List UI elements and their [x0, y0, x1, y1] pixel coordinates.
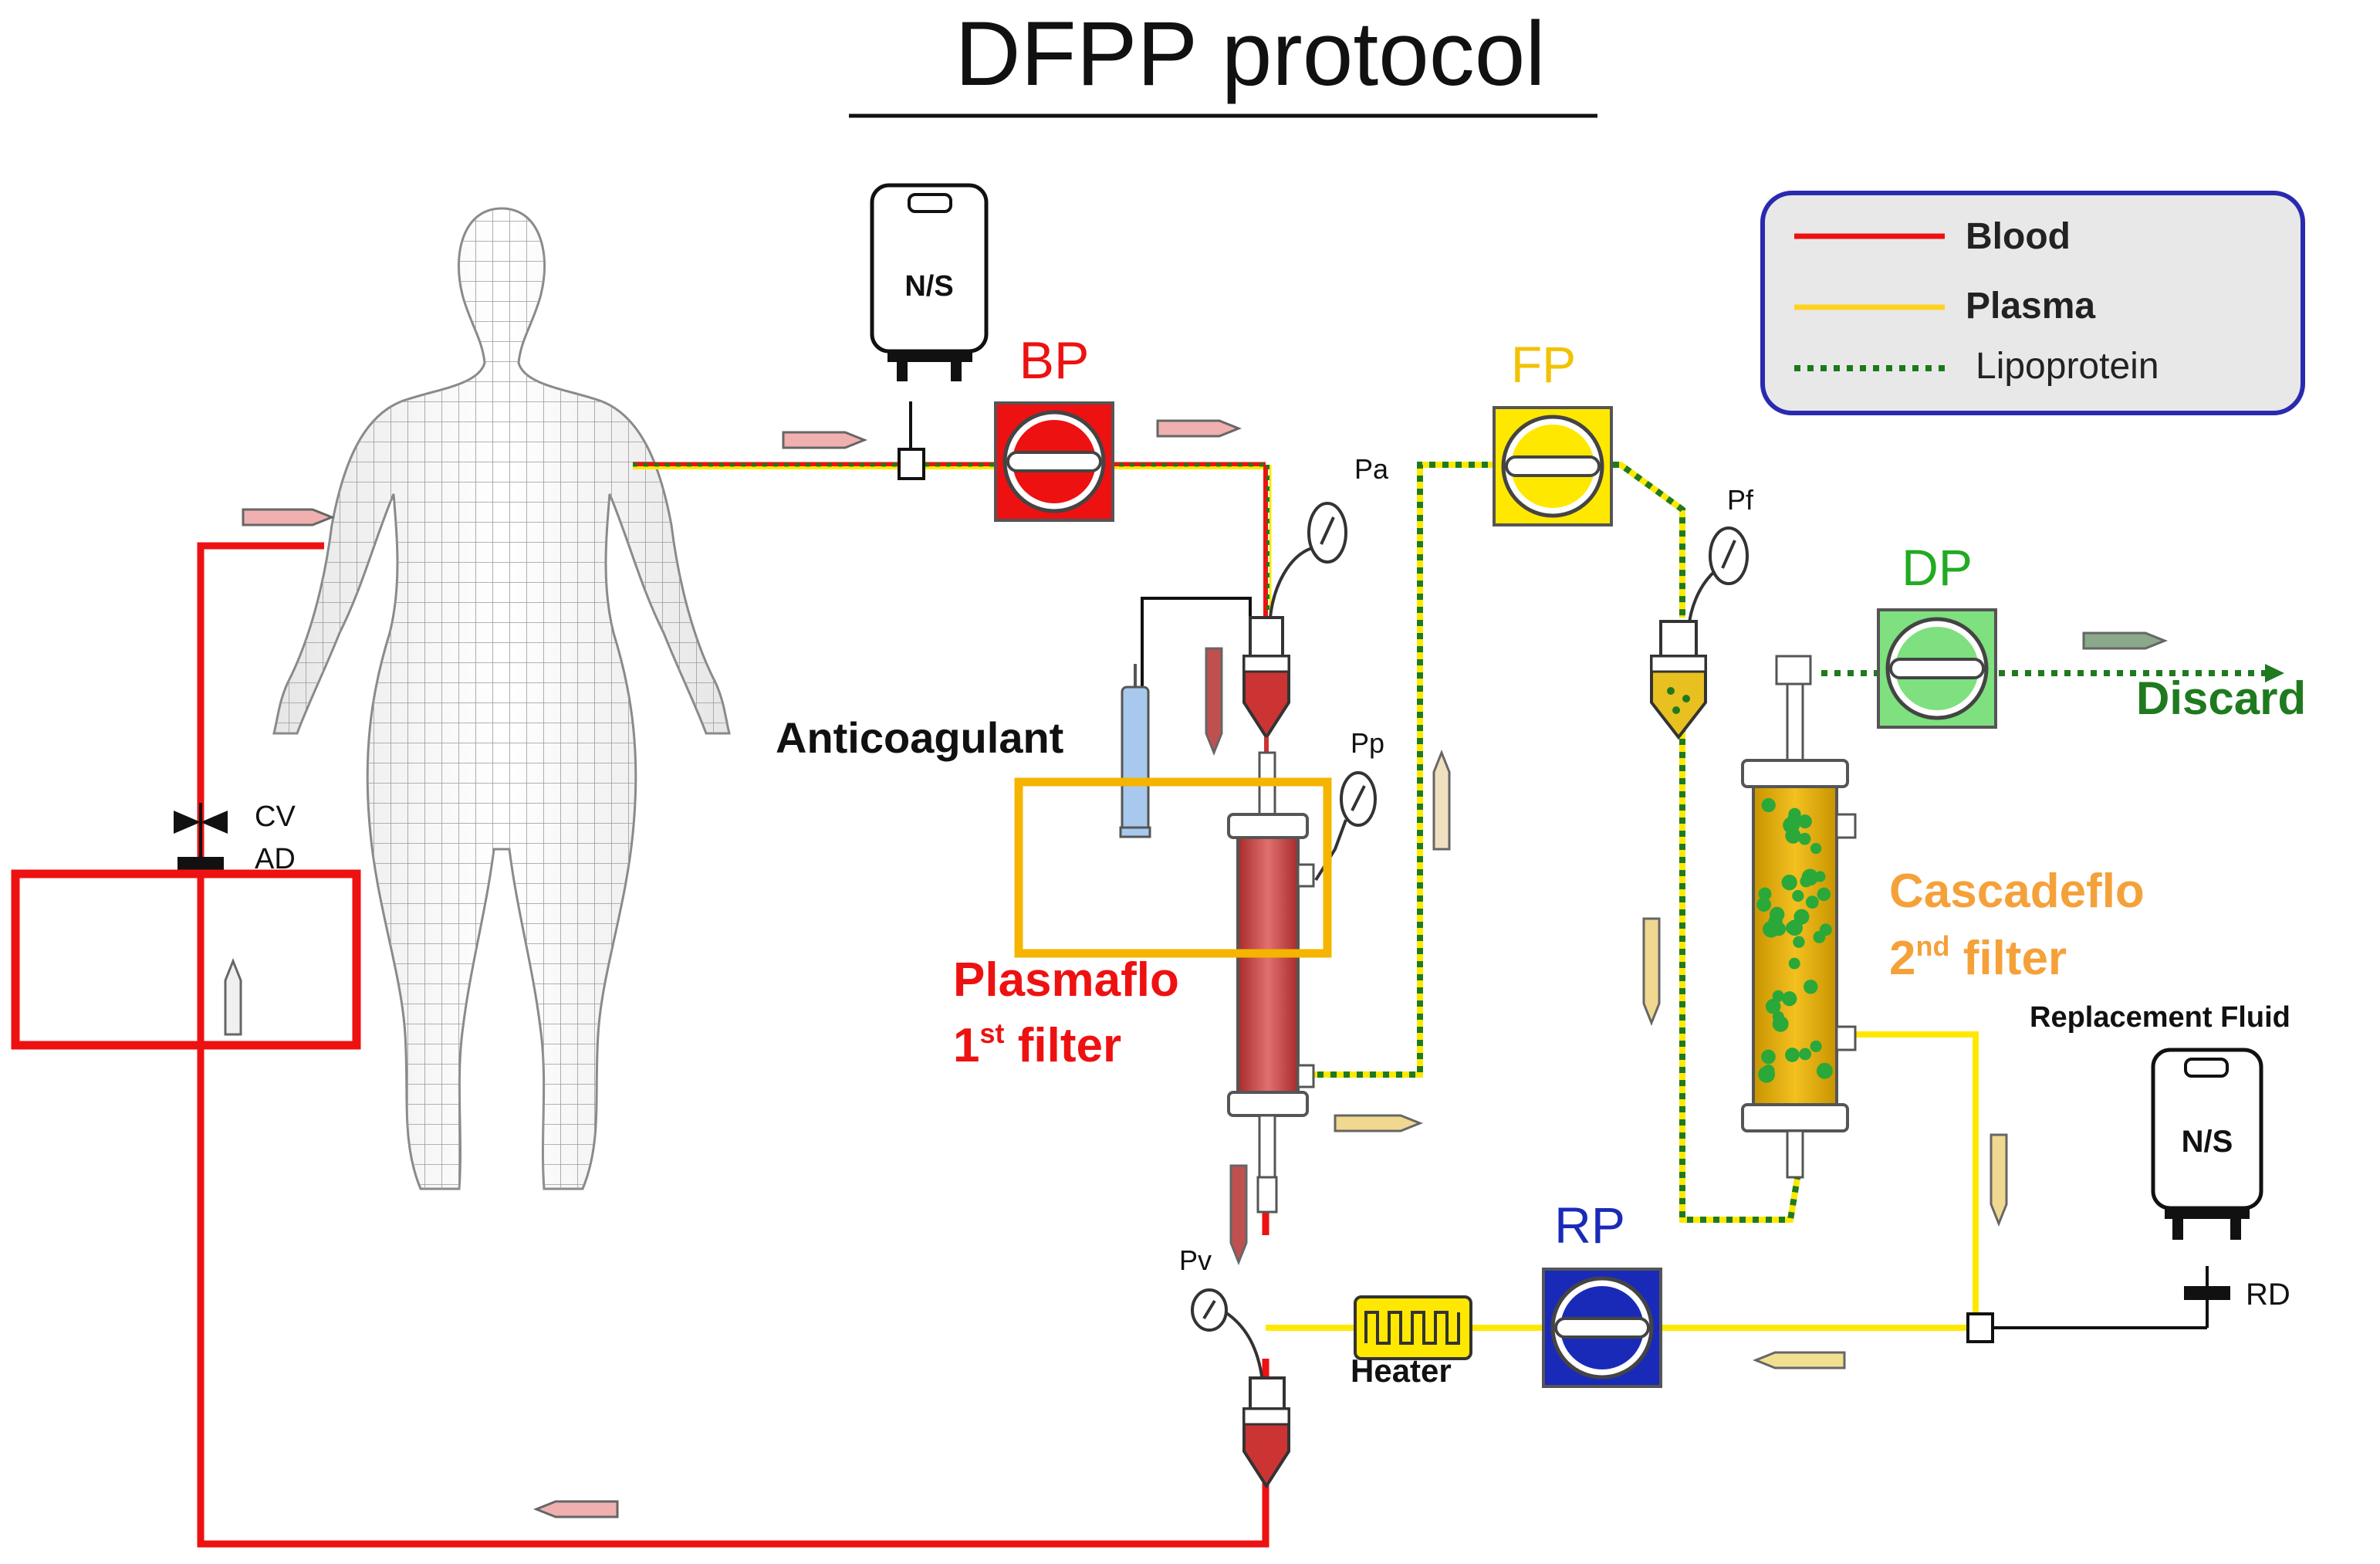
lipoprotein-particle [1772, 990, 1784, 1002]
lipoprotein-particle [1787, 811, 1801, 824]
plasmaflo-label-1: Plasmaflo [953, 953, 1179, 1007]
highlight-box-orange [1014, 777, 1332, 958]
lipoprotein-particle [1810, 842, 1822, 855]
lipoprotein-particle [1804, 980, 1818, 994]
arrow-left-icon [1752, 1351, 1846, 1369]
cascadeflo-label-2: 2nd filter [1889, 930, 2067, 985]
highlight-box-red [11, 869, 361, 1050]
legend-label-blood: Blood [1966, 216, 2071, 257]
lipoprotein-particle [1772, 1015, 1789, 1032]
plasmaflo-label-2-rest: filter [1005, 1019, 1122, 1072]
lipoprotein-particle [1799, 1048, 1812, 1061]
anticoagulant-syringe-icon [1119, 664, 1151, 838]
cascadeflo-label-2-sup: nd [1915, 930, 1949, 962]
pv-gauge-icon [1191, 1288, 1264, 1383]
lipoprotein-particle [1805, 895, 1819, 909]
page-title: DFPP protocol [955, 3, 1545, 105]
lipoprotein-particle [1785, 1048, 1800, 1062]
pp-label: Pp [1351, 727, 1384, 759]
lipoprotein-particle [1788, 957, 1800, 970]
arrow-up-icon [1432, 749, 1451, 851]
heater-label: Heater [1351, 1352, 1452, 1389]
pa-label: Pa [1354, 453, 1389, 485]
lipoprotein-particle [1769, 906, 1785, 922]
lipoprotein-particle [1756, 897, 1771, 912]
pa-gauge-icon [1269, 502, 1347, 618]
plasmaflo-label-2-num: 1 [953, 1019, 979, 1072]
legend-label-lipoprotein: Lipoprotein [1976, 346, 2159, 387]
dp-pump-label: DP [1902, 539, 1973, 596]
arrow-down-icon [1990, 1133, 2008, 1227]
arrow-right-icon [242, 508, 336, 526]
lipoprotein-particles [1756, 797, 1833, 1083]
pf-gauge-icon [1687, 526, 1749, 630]
fp-pump-label: FP [1511, 336, 1576, 393]
lipoprotein-particle [1782, 991, 1797, 1007]
cv-valve-icon [174, 803, 228, 874]
rp-pump-label: RP [1554, 1197, 1625, 1254]
plasmaflo-label-2: 1st filter [953, 1017, 1121, 1072]
arrow-left-icon [532, 1500, 619, 1518]
lipoprotein-particle [1785, 828, 1801, 844]
replacement-fluid-label: Replacement Fluid [2030, 1001, 2290, 1034]
ns-bag-replacement-icon [1966, 1048, 2263, 1343]
lipoprotein-particle [1761, 797, 1776, 813]
plasma-chamber-icon [1650, 620, 1707, 740]
plasmaflo-label-2-sup: st [979, 1017, 1004, 1049]
cv-label: CV [255, 801, 296, 833]
rd-label: RD [2246, 1278, 2290, 1312]
arrow-right-icon [1156, 419, 1242, 438]
lipoprotein-particle [1762, 1065, 1775, 1077]
lipoprotein-particle [1801, 868, 1819, 886]
lipoprotein-particle [1781, 874, 1797, 891]
venous-chamber-icon [1242, 1176, 1290, 1489]
arrow-down-icon [1642, 917, 1661, 1027]
arrow-down-icon [1229, 1164, 1248, 1266]
lipoprotein-particle [1816, 1062, 1833, 1079]
heater-icon [1354, 1295, 1472, 1360]
bp-pump-label: BP [1019, 331, 1090, 390]
dp-pump-icon [1877, 608, 1997, 729]
lipoprotein-particle [1814, 871, 1826, 882]
plasmaflo-filter-icon [1227, 751, 1315, 1179]
flow-arrows [224, 419, 2169, 1518]
ns-replacement-label: N/S [2182, 1125, 2233, 1159]
pf-label: Pf [1727, 484, 1754, 516]
arrow-right-icon [782, 431, 868, 449]
access-line [633, 462, 1272, 633]
cascadeflo-filter-icon [1741, 655, 1857, 1179]
human-figure-icon [272, 207, 731, 1190]
lipoprotein-particle [1798, 832, 1811, 845]
lipoprotein-particle [1758, 887, 1772, 901]
fp-pump-icon [1493, 406, 1613, 526]
anticoagulant-label: Anticoagulant [776, 713, 1063, 762]
arrow-up-icon [224, 957, 242, 1036]
cascadeflo-label-2-num: 2 [1889, 932, 1915, 985]
ns-top-label: N/S [904, 270, 953, 303]
arrow-down-icon [1205, 647, 1223, 757]
lipoprotein-particle [1765, 998, 1781, 1014]
legend-label-plasma: Plasma [1966, 286, 2095, 327]
cascadeflo-label-1: Cascadeflo [1889, 865, 2145, 918]
lipoprotein-particle [1793, 936, 1805, 948]
pv-label: Pv [1179, 1244, 1212, 1276]
lipoprotein-particle [1817, 887, 1831, 902]
discard-label: Discard [2136, 672, 2306, 724]
bp-pump-icon [994, 401, 1114, 522]
lipoprotein-particle [1761, 1049, 1776, 1065]
ns-bag-top-icon [870, 183, 989, 480]
lipoprotein-particle [1785, 921, 1799, 934]
arrow-right-icon [2082, 631, 2169, 650]
rp-pump-icon [1542, 1268, 1662, 1388]
arterial-chamber-icon [1242, 616, 1290, 764]
legend: Blood Plasma Lipoprotein [1760, 191, 2305, 415]
lipoprotein-particle [1792, 889, 1804, 902]
arrow-right-icon [1334, 1114, 1424, 1132]
pp-gauge-icon [1314, 771, 1377, 882]
lipoprotein-particle [1813, 930, 1826, 943]
lipoprotein-particle [1797, 814, 1812, 829]
lipoprotein-particle [1810, 1040, 1822, 1053]
cascadeflo-label-2-rest: filter [1949, 932, 2067, 985]
